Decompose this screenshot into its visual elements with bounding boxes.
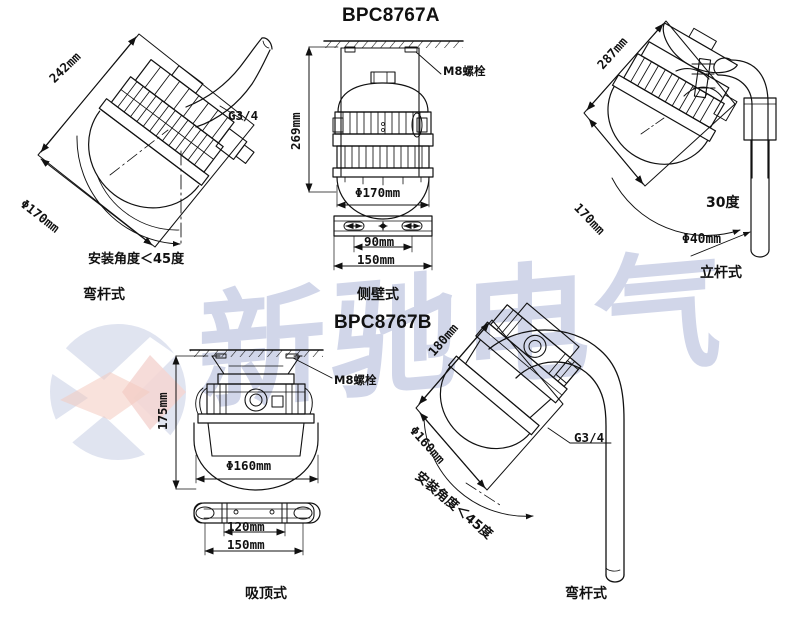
- pole-a3: [713, 57, 777, 258]
- dim-120mm: [223, 522, 286, 537]
- dim-242mm: [40, 36, 137, 153]
- mount-plate-b1: [193, 502, 321, 524]
- dim-label-120mm: 120mm: [227, 519, 265, 534]
- angle-arc-a3: [611, 177, 741, 236]
- wall-hatch-a2: [323, 40, 464, 48]
- leader-pole-dia-a3: [690, 231, 751, 257]
- dim-label-170mm-a2: Φ170mm: [355, 185, 401, 200]
- mount-plate-a2: [333, 215, 433, 237]
- dim-label-150mm-a2: 150mm: [357, 252, 395, 267]
- axis-a3: [640, 117, 665, 135]
- lamp-body-a3: [607, 22, 738, 165]
- dim-label-pole-diameter: Φ40mm: [682, 232, 722, 247]
- model-title-b: BPC8767B: [334, 312, 432, 333]
- leader-m8-a2: [415, 51, 442, 75]
- note-angle-a1: 安装角度＜45度: [88, 252, 185, 267]
- dim-150mm-b1: [204, 522, 304, 556]
- caption-a-bent-pole: 弯杆式: [83, 287, 125, 303]
- view-a-bent-pole: [37, 33, 273, 248]
- leader-m8-b1: [292, 357, 333, 379]
- note-m8-bolt-a2: M8螺栓: [443, 64, 486, 78]
- dim-label-269mm: 269mm: [288, 112, 303, 150]
- dim-160mm-b1: [195, 454, 319, 484]
- angle-arc-b2: [423, 417, 534, 520]
- dim-269mm: [305, 46, 339, 193]
- bent-conduit-b2: [488, 329, 625, 583]
- caption-a-pole: 立杆式: [700, 265, 742, 281]
- dimension-box-a3: [583, 20, 736, 187]
- pole-bracket-a3: [675, 57, 723, 99]
- dim-90mm: [353, 235, 413, 253]
- bent-conduit-a1: [185, 37, 273, 128]
- caption-b-ceiling: 吸顶式: [245, 586, 287, 602]
- view-b-bent-pole: [415, 302, 625, 583]
- note-m8-bolt-b1: M8螺栓: [334, 373, 377, 387]
- lamp-body-a2: [332, 71, 434, 220]
- axis-b2: [465, 482, 501, 506]
- view-a-pole: [583, 20, 777, 258]
- model-title-a: BPC8767A: [342, 5, 440, 26]
- axis-a1: [109, 129, 169, 176]
- dim-label-175mm: 175mm: [155, 392, 170, 430]
- dim-175mm: [172, 355, 209, 490]
- dim-label-90mm: 90mm: [364, 234, 395, 249]
- caption-b-bent-pole: 弯杆式: [565, 586, 607, 602]
- angle-arc-a1: [76, 135, 181, 247]
- dim-170mm-a1: [40, 158, 153, 246]
- lamp-body-b1: [193, 373, 319, 491]
- leader-g34-a1: [219, 105, 244, 121]
- leader-g34-b2: [547, 427, 612, 444]
- dim-160mm-b2: [419, 412, 486, 489]
- view-a-wall: [305, 40, 464, 271]
- dim-label-g34-a1: G3/4: [228, 108, 259, 123]
- ceiling-hatch-b1: [189, 349, 324, 357]
- dim-label-g34-b2: G3/4: [574, 430, 605, 445]
- dim-170mm-a3: [588, 118, 644, 185]
- dim-287mm: [586, 23, 664, 111]
- view-b-ceiling: [172, 349, 333, 556]
- lamp-body-a1: [88, 59, 255, 209]
- dim-label-30deg: 30度: [706, 195, 740, 211]
- dim-170mm-a2: [336, 179, 430, 209]
- dim-label-160mm-b1: Φ160mm: [226, 458, 272, 473]
- dim-label-150mm-b1: 150mm: [227, 537, 265, 552]
- caption-a-wall: 侧壁式: [357, 287, 399, 303]
- dim-150mm-a2: [333, 235, 433, 271]
